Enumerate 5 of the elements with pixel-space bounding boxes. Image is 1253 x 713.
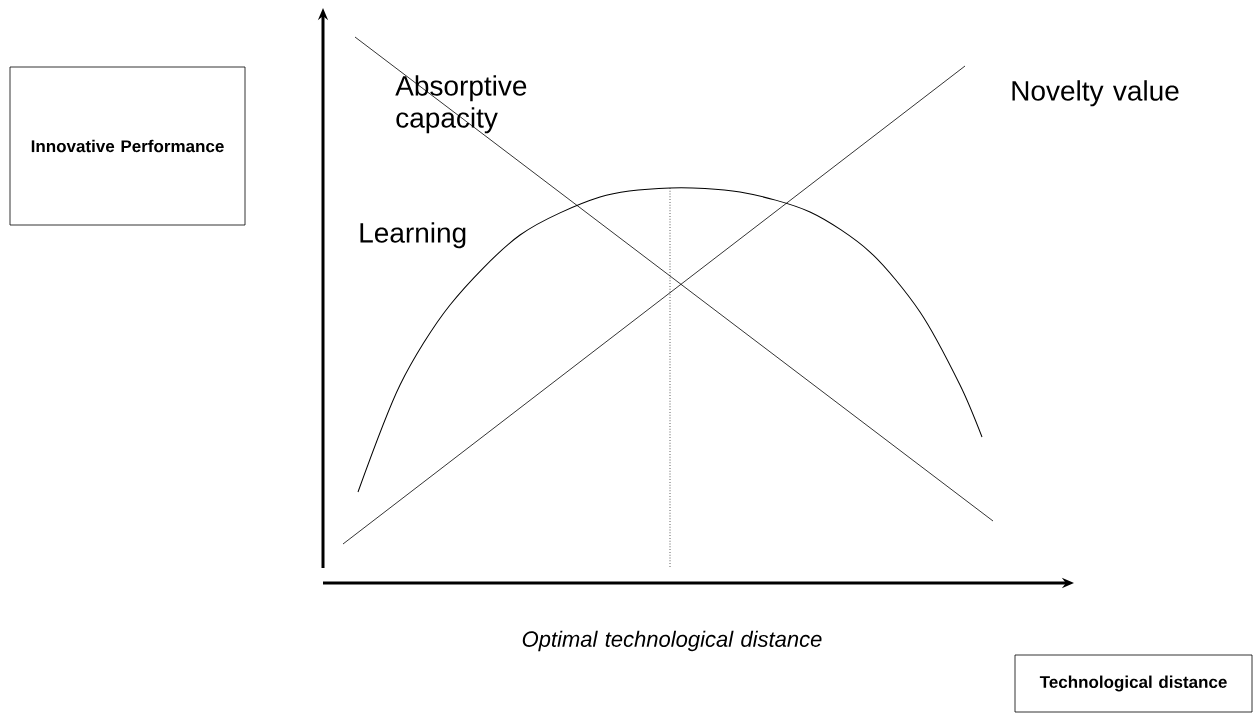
graph-label: Learning bbox=[360, 222, 466, 249]
graph-label: Novelty value bbox=[1012, 80, 1179, 107]
graph-label: Optimal technological distance bbox=[522, 630, 822, 652]
text-box: Technological distance bbox=[1014, 654, 1253, 713]
text-box: Innovative Performance bbox=[9, 66, 246, 226]
